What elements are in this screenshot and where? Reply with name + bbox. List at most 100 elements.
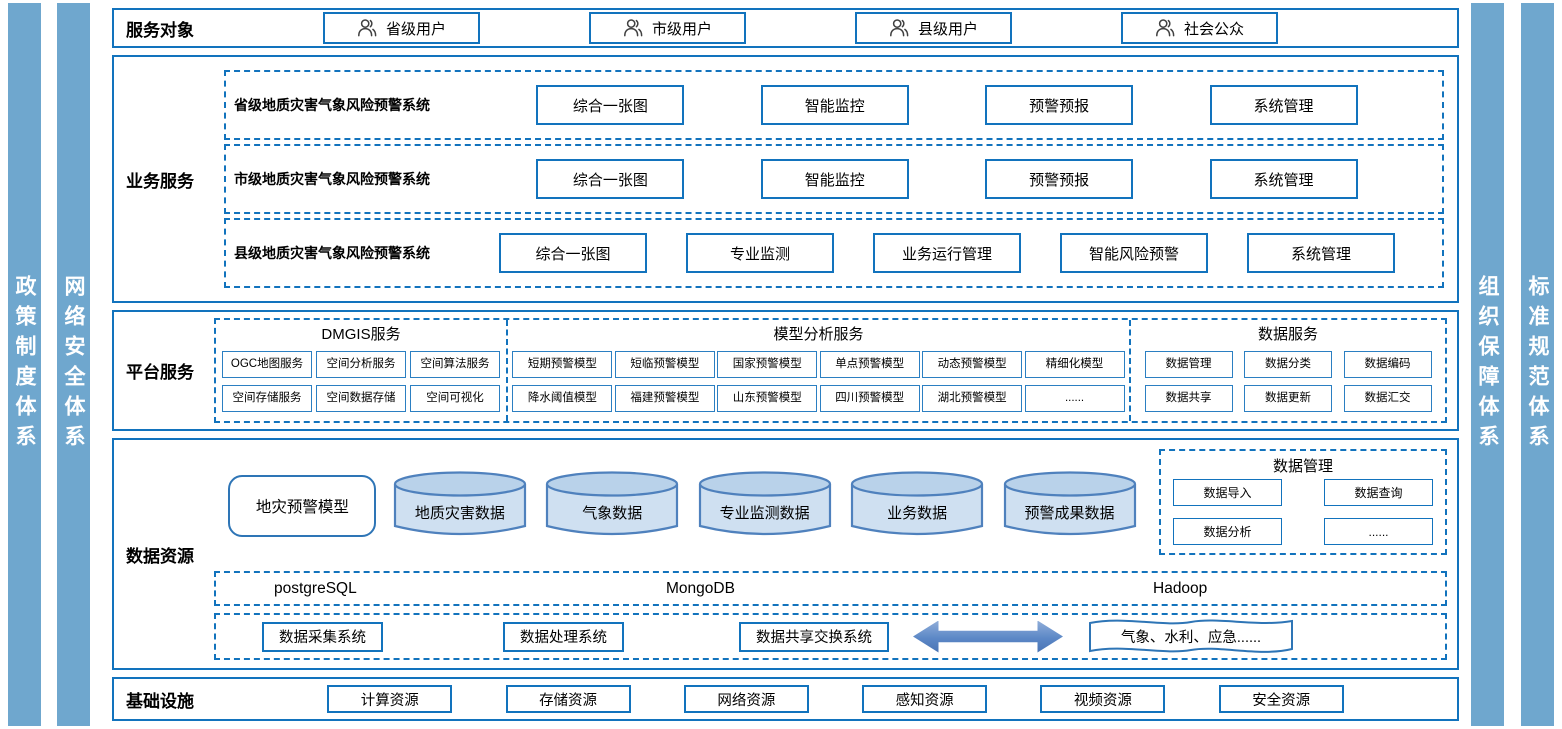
cylinder-shape [546,471,679,536]
provincial-system-row: 省级地质灾害气象风险预警系统 综合一张图 智能监控 预警预报 系统管理 [224,70,1444,140]
data-collection-system-box: 数据采集系统 [262,621,383,652]
dmgis-group: DMGIS服务 OGC地图服务 空间分析服务 空间算法服务 空间存储服务 空间数… [216,320,506,421]
service-box: 数据编码 [1343,350,1432,378]
user-box-label: 县级用户 [917,20,978,38]
network-security-bar: 网络安全体系 [57,3,90,726]
wave-shape [1089,619,1293,653]
data-resources-content: 地灾预警模型 地质灾害数据 [214,440,1457,668]
service-box: 空间算法服务 [410,350,500,378]
service-targets-row: 省级用户 市级用户 [214,10,1457,46]
resource-box: 感知资源 [862,685,988,713]
city-system-row: 市级地质灾害气象风险预警系统 综合一张图 智能监控 预警预报 系统管理 [224,144,1444,214]
external-systems-label: 气象、水利、应急...... [1120,630,1262,646]
service-box: 数据分类 [1244,350,1332,378]
main-panel: 服务对象 省级用户 [112,3,1459,726]
data-systems-row: 数据采集系统 数据处理系统 数据共享交换系统 气象、水利、应急...... [214,613,1447,660]
system-modules: 综合一张图 智能监控 预警预报 系统管理 [460,85,1434,125]
data-services-group: 数据服务 数据管理 数据分类 数据编码 数据共享 数据更新 数据汇交 [1129,320,1445,421]
infrastructure-row: 计算资源 存储资源 网络资源 感知资源 视频资源 安全资源 [214,679,1457,719]
module-box: 预警预报 [985,159,1134,199]
business-services-title: 业务服务 [126,171,194,191]
cylinder-label: 地质灾害数据 [414,504,505,522]
module-box: 智能监控 [760,159,909,199]
user-box-provincial: 省级用户 [323,12,480,44]
system-modules: 综合一张图 专业监测 业务运行管理 智能风险预警 系统管理 [460,233,1434,273]
system-modules: 综合一张图 智能监控 预警预报 系统管理 [460,159,1434,199]
service-box: 福建预警模型 [614,384,715,412]
cylinder-shape [393,471,526,536]
data-management-title: 数据管理 [1272,458,1333,475]
data-management-box: 数据管理 数据导入 数据查询 数据分析 ...... [1159,449,1447,555]
data-management-grid: 数据导入 数据查询 数据分析 ...... [1173,479,1433,545]
data-stores-row: 地灾预警模型 地质灾害数据 [214,447,1447,565]
service-box: 空间数据存储 [316,384,406,412]
cylinder-weather-data: 气象数据 [543,469,681,543]
user-box-city: 市级用户 [589,12,746,44]
group-row: 数据管理 数据分类 数据编码 [1133,347,1443,381]
service-box: 山东预警模型 [717,384,818,412]
resource-box: 安全资源 [1218,685,1344,713]
service-box: 空间分析服务 [316,350,406,378]
cylinder-shape [1003,471,1136,536]
cylinder-label: 气象数据 [582,504,643,522]
database-label: Hadoop [1153,579,1208,597]
cylinder-warning-result-data: 预警成果数据 [1001,469,1139,543]
service-box: ...... [1024,384,1125,412]
model-analysis-group: 模型分析服务 短期预警模型 短临预警模型 国家预警模型 单点预警模型 动态预警模… [506,320,1129,421]
service-box: 动态预警模型 [922,350,1023,378]
business-services-section: 业务服务 省级地质灾害气象风险预警系统 综合一张图 智能监控 预警预报 系统管理… [112,55,1459,303]
resource-box: 计算资源 [327,685,453,713]
service-box: 单点预警模型 [819,350,920,378]
group-title: 数据服务 [1257,326,1318,343]
service-box: 精细化模型 [1024,350,1125,378]
service-box: 数据汇交 [1343,384,1432,412]
data-sharing-exchange-system-box: 数据共享交换系统 [739,621,889,652]
service-targets-title: 服务对象 [126,20,194,40]
module-box: 综合一张图 [536,159,685,199]
service-box: 空间可视化 [410,384,500,412]
module-box: 综合一张图 [536,85,685,125]
group-row: 空间存储服务 空间数据存储 空间可视化 [218,381,504,415]
user-icon [1156,19,1175,37]
module-box: 智能风险预警 [1060,233,1208,273]
module-box: 专业监测 [686,233,834,273]
policy-system-bar: 政策制度体系 [8,3,41,726]
group-title: DMGIS服务 [321,326,401,343]
user-box-label: 省级用户 [385,20,446,38]
database-label: postgreSQL [274,579,357,597]
cylinder-label: 业务数据 [887,504,948,522]
service-box: 数据管理 [1144,350,1233,378]
policy-system-label: 政策制度体系 [13,274,36,455]
resource-box: 存储资源 [505,685,631,713]
user-box-label: 社会公众 [1183,20,1244,38]
data-management-item: ...... [1324,518,1433,545]
cylinder-business-data: 业务数据 [848,469,986,543]
module-box: 系统管理 [1247,233,1395,273]
infrastructure-section: 基础设施 计算资源 存储资源 网络资源 感知资源 视频资源 安全资源 [112,677,1459,721]
module-box: 系统管理 [1209,159,1358,199]
data-management-item: 数据导入 [1173,479,1282,506]
module-box: 综合一张图 [499,233,647,273]
module-box: 业务运行管理 [873,233,1021,273]
service-box: 空间存储服务 [222,384,312,412]
service-box: 湖北预警模型 [922,384,1023,412]
service-box: 降水阈值模型 [512,384,613,412]
user-box-county: 县级用户 [855,12,1012,44]
service-box: 数据共享 [1144,384,1233,412]
data-resources-section: 数据资源 地灾预警模型 地质灾害数据 [112,438,1459,670]
system-name: 县级地质灾害气象风险预警系统 [234,245,430,261]
cylinder-geological-data: 地质灾害数据 [391,469,529,543]
platform-services-title: 平台服务 [126,363,194,382]
cylinder-shape [698,471,831,536]
service-box: 数据更新 [1244,384,1332,412]
cylinder-shape [851,471,984,536]
user-box-public: 社会公众 [1121,12,1278,44]
user-icon [358,19,377,37]
platform-services-content: DMGIS服务 OGC地图服务 空间分析服务 空间算法服务 空间存储服务 空间数… [214,312,1457,429]
service-box: OGC地图服务 [222,350,312,378]
cylinder-label: 专业监测数据 [719,504,810,522]
organization-guarantee-label: 组织保障体系 [1476,274,1499,455]
organization-guarantee-bar: 组织保障体系 [1471,3,1504,726]
business-services-content: 省级地质灾害气象风险预警系统 综合一张图 智能监控 预警预报 系统管理 市级地质… [214,57,1457,301]
